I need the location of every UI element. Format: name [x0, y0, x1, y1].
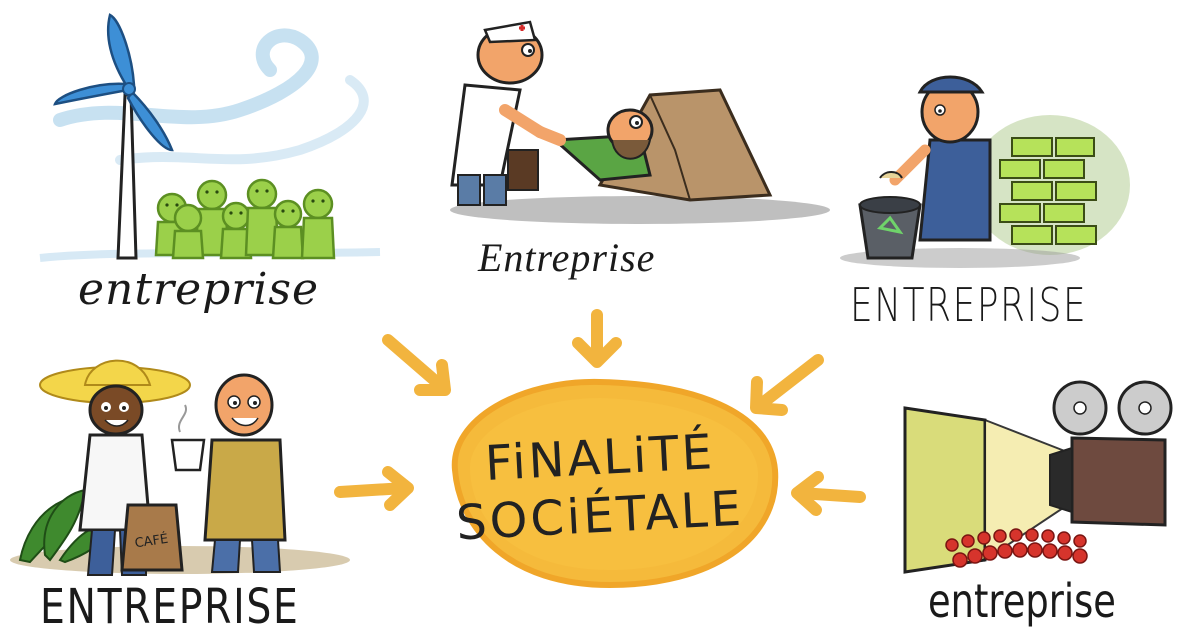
center-title: FiNALiTÉ SOCiÉTALE — [440, 424, 760, 551]
arrow-top-center — [572, 309, 622, 368]
label-wind-entreprise: entreprise — [78, 264, 320, 315]
label-recycle-entreprise: ENTREPRISE — [850, 278, 1088, 332]
recycling-worker-vignette — [840, 75, 1130, 268]
arrow-top-right — [750, 354, 824, 416]
arrow-right — [791, 471, 866, 516]
arrow-left — [334, 466, 414, 511]
doctor-homeless-vignette — [450, 20, 830, 224]
cinema-vignette — [903, 380, 1173, 574]
turbine-blades-icon — [53, 13, 174, 152]
label-doctor-entreprise: Entreprise — [478, 235, 656, 280]
wind-turbine-vignette — [39, 13, 381, 262]
label-cinema-entreprise: entreprise — [928, 574, 1116, 628]
green-people-icon — [154, 178, 336, 260]
coffee-vignette — [10, 359, 350, 576]
center-blob — [451, 378, 779, 589]
coffee-bag-label: CAFÉ — [134, 531, 170, 552]
arrow-top-left — [382, 334, 451, 396]
label-cafe-entreprise: ENTREPRISE — [40, 579, 300, 635]
